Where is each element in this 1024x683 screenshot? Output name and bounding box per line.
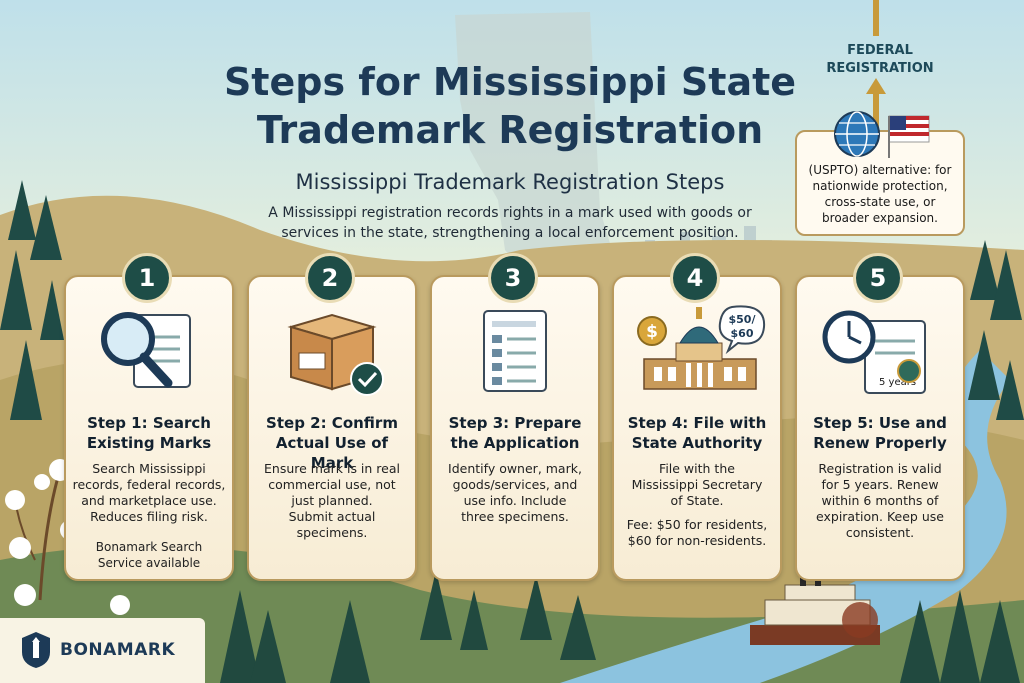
fee-speech-bubble: $50/ $60: [718, 305, 766, 355]
federal-text-line-3: cross-state use, or: [824, 195, 936, 209]
fee-badge-line-1: $50/: [729, 313, 757, 326]
title-line-2: Trademark Registration: [256, 108, 764, 152]
step-2-body: Ensure mark is in real commercial use, n…: [255, 461, 409, 541]
step-2-body-line: Submit actual: [288, 509, 376, 524]
pine-trees-bottom: [220, 570, 1020, 683]
step-3-body-line: goods/services, and: [452, 477, 578, 492]
federal-label-line-2: REGISTRATION: [826, 61, 934, 76]
step-5-title-line-1: Step 5: Use and: [813, 414, 947, 432]
five-years-doc-label: 5 years: [879, 377, 916, 388]
step-4-body-line: File with the: [659, 461, 735, 476]
federal-text-line-1: (USPTO) alternative: for: [808, 163, 952, 177]
federal-arrow-head: [866, 78, 886, 94]
step-3-body: Identify owner, mark, goods/services, an…: [438, 461, 592, 525]
federal-arrow-shaft: [873, 92, 879, 132]
page-title: Steps for Mississippi State Trademark Re…: [215, 58, 805, 154]
federal-registration-label: FEDERAL REGISTRATION: [800, 42, 960, 78]
federal-registration-text: (USPTO) alternative: for nationwide prot…: [801, 162, 959, 226]
fee-badge-line-2: $60: [731, 327, 754, 340]
step-4-title-line-1: Step 4: File with: [627, 414, 767, 432]
step-1-body-line: and marketplace use.: [81, 493, 217, 508]
step-2-title: Step 2: Confirm Actual Use of Mark: [253, 413, 411, 473]
step-5-body-line: within 6 months of: [821, 493, 939, 508]
brand-name: BONAMARK: [60, 640, 176, 660]
step-3-title-line-2: the Application: [450, 434, 580, 452]
coin-symbol: $: [646, 322, 658, 342]
globe-icon: [834, 111, 880, 157]
step-1-body-line: records, federal records,: [72, 477, 226, 492]
step-5-body: Registration is valid for 5 years. Renew…: [803, 461, 957, 541]
federal-text-line-4: broader expansion.: [822, 211, 938, 225]
step-2-body-line: Ensure mark is in real: [264, 461, 400, 476]
lighthouse-shield-icon: [22, 632, 50, 668]
step-2-title-line-1: Step 2: Confirm: [266, 414, 398, 432]
clock-certificate-icon: 5 years: [822, 310, 926, 394]
step-card-1: Step 1: Search Existing Marks Search Mis…: [64, 275, 234, 581]
step-3-title-line-1: Step 3: Prepare: [448, 414, 582, 432]
title-line-1: Steps for Mississippi State: [223, 60, 797, 104]
federal-label-line-1: FEDERAL: [847, 43, 913, 58]
step-3-title: Step 3: Prepare the Application: [436, 413, 594, 453]
step-1-body-line: Search Mississippi: [92, 461, 206, 476]
step-card-5: 5 years Step 5: Use and Renew Properly R…: [795, 275, 965, 581]
step-number-3: 3: [488, 253, 538, 303]
pine-trees-right: [968, 240, 1024, 420]
page-subtitle: Mississippi Trademark Registration Steps: [295, 170, 725, 194]
step-card-2: Step 2: Confirm Actual Use of Mark Ensur…: [247, 275, 417, 581]
step-number-1: 1: [122, 253, 172, 303]
step-3-body-line: use info. Include: [463, 493, 567, 508]
step-4-body-line: Mississippi Secretary: [631, 477, 763, 492]
federal-arrow-shaft-top: [873, 0, 879, 36]
capitol-building-icon: $ $50/ $60: [637, 305, 766, 390]
mississippi-state-silhouette: [455, 12, 612, 270]
step-4-body: File with the Mississippi Secretary of S…: [620, 461, 774, 549]
step-2-body-line: specimens.: [296, 525, 368, 540]
step-number-4: 4: [670, 253, 720, 303]
step-2-body-line: commercial use, not: [268, 477, 396, 492]
step-5-title-line-2: Renew Properly: [813, 434, 947, 452]
step-2-title-line-2: Actual Use of Mark: [275, 434, 389, 472]
step-5-body-line: consistent.: [845, 525, 915, 540]
step-number-5: 5: [853, 253, 903, 303]
intro-line-2: services in the state, strengthening a l…: [281, 225, 739, 241]
step-5-body-line: for 5 years. Renew: [821, 477, 939, 492]
step-4-body-line: $60 for non-residents.: [627, 533, 767, 548]
step-1-title-line-2: Existing Marks: [86, 434, 212, 452]
coin-icon: $: [637, 316, 667, 346]
step-5-body-line: Registration is valid: [818, 461, 942, 476]
brand-logo: BONAMARK: [0, 618, 205, 683]
step-5-title: Step 5: Use and Renew Properly: [801, 413, 959, 453]
step-card-4: $ $50/ $60 Step 4: File with State Autho…: [612, 275, 782, 581]
step-4-body-line: Fee: $50 for residents,: [626, 517, 768, 532]
step-1-note: Bonamark Search Service available: [72, 539, 226, 571]
step-5-body-line: expiration. Keep use: [816, 509, 944, 524]
step-1-body-line: Reduces filing risk.: [90, 509, 208, 524]
step-2-body-line: just planned.: [291, 493, 373, 508]
river: [560, 350, 1010, 683]
federal-registration-box: (USPTO) alternative: for nationwide prot…: [795, 111, 965, 236]
step-number-2: 2: [305, 253, 355, 303]
application-form-icon: [483, 310, 547, 392]
pine-trees-left: [0, 180, 64, 420]
federal-text-line-2: nationwide protection,: [812, 179, 948, 193]
step-1-note-line: Bonamark Search: [95, 540, 203, 554]
step-4-title-line-2: State Authority: [631, 434, 763, 452]
box-check-icon: [287, 313, 384, 396]
step-3-body-line: Identify owner, mark,: [448, 461, 582, 476]
step-1-title-line-1: Step 1: Search: [87, 414, 211, 432]
step-4-body-line: of State.: [670, 493, 724, 508]
intro-text: A Mississippi registration records right…: [230, 203, 790, 243]
step-4-spacer: [620, 509, 774, 517]
step-1-body: Search Mississippi records, federal reco…: [72, 461, 226, 525]
us-flag-icon: [888, 115, 930, 158]
magnifier-document-icon: [101, 312, 191, 388]
step-4-title: Step 4: File with State Authority: [618, 413, 776, 453]
intro-line-1: A Mississippi registration records right…: [268, 205, 752, 221]
step-card-3: Step 3: Prepare the Application Identify…: [430, 275, 600, 581]
step-1-note-line: Service available: [97, 556, 201, 570]
step-1-title: Step 1: Search Existing Marks: [70, 413, 228, 453]
step-3-body-line: three specimens.: [461, 509, 569, 524]
